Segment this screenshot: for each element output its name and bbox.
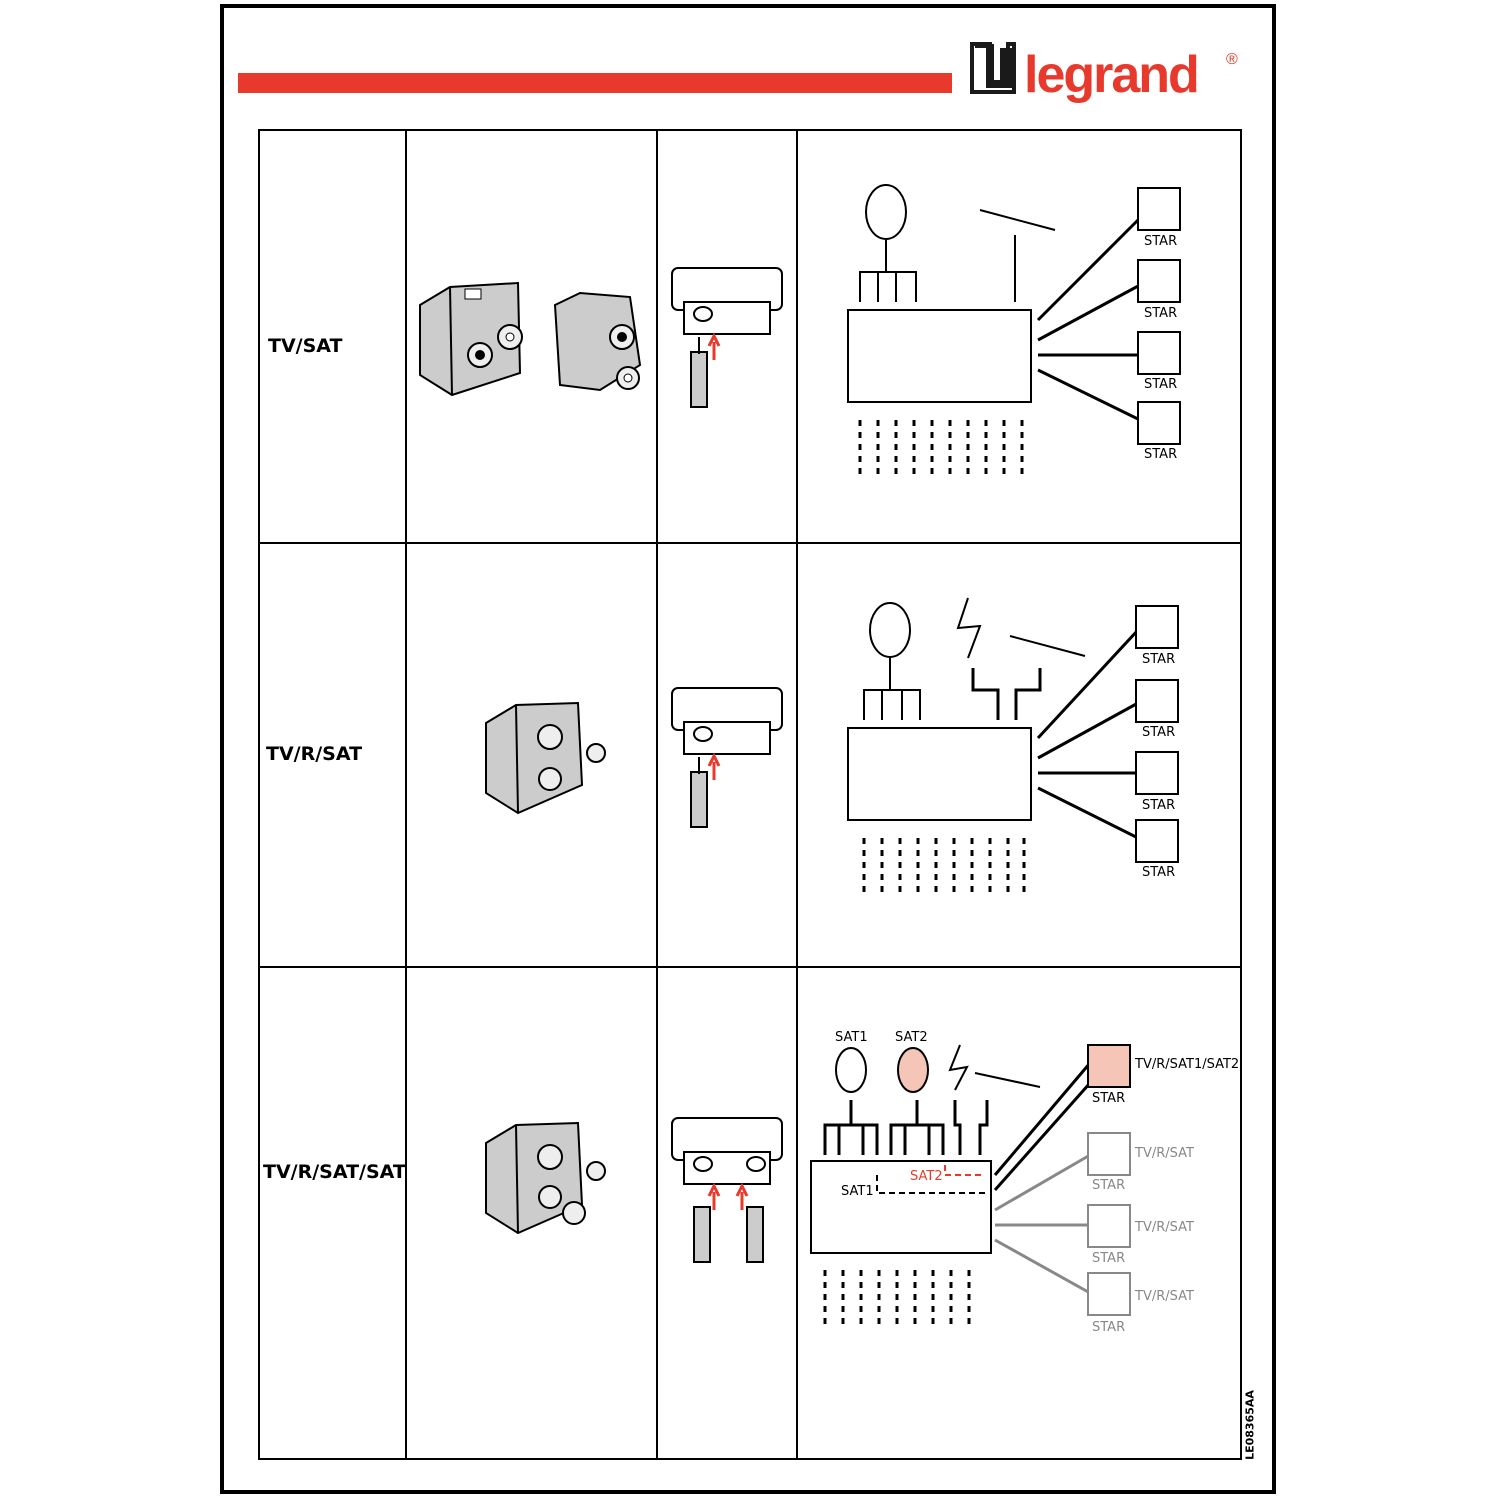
row-divider <box>258 542 1242 544</box>
outlet-caption: STAR <box>1092 1251 1125 1266</box>
outlet-caption: STAR <box>1144 306 1177 321</box>
outlet-caption: STAR <box>1142 725 1175 740</box>
outlet-caption: STAR <box>1142 798 1175 813</box>
bus-label-sat1: SAT1 <box>841 1184 874 1199</box>
outlet-type-label: TV/R/SAT <box>1134 1146 1194 1161</box>
logo-registered-mark: ® <box>1226 51 1238 68</box>
tv-r-sat-socket-illustration <box>485 701 606 815</box>
outlet-caption: STAR <box>1142 652 1175 667</box>
bus-label-sat2: SAT2 <box>910 1169 943 1184</box>
outlet-type-label: TV/R/SAT <box>1134 1220 1194 1235</box>
document-code: LE08365AA <box>1243 1390 1257 1460</box>
outlet-caption: STAR <box>1092 1091 1125 1106</box>
mounting-illustration-2 <box>671 687 783 828</box>
column-divider <box>796 129 798 1460</box>
connection-table <box>258 129 1242 1460</box>
wiring-diagram-tv-sat: STAR STAR STAR STAR <box>847 184 1181 475</box>
row-label-tv-r-sat: TV/R/SAT <box>266 743 363 765</box>
tv-r-sat-sat-socket-illustration <box>485 1121 606 1235</box>
mounting-illustration-3 <box>671 1117 783 1263</box>
column-divider <box>405 129 407 1460</box>
outlet-type-label: TV/R/SAT <box>1134 1289 1194 1304</box>
outlet-caption: STAR <box>1144 377 1177 392</box>
wiring-diagram-tv-r-sat: STAR STAR STAR STAR <box>847 597 1179 893</box>
outlet-caption: STAR <box>1144 447 1177 462</box>
dish-label-sat1: SAT1 <box>835 1030 868 1045</box>
outlet-caption: STAR <box>1142 865 1175 880</box>
outlet-caption: STAR <box>1092 1178 1125 1193</box>
tv-sat-socket-illustration <box>419 281 642 397</box>
row-label-tv-r-sat-sat: TV/R/SAT/SAT <box>263 1161 406 1183</box>
row-label-tv-sat: TV/SAT <box>268 335 343 357</box>
mounting-illustration-1 <box>671 267 783 408</box>
dish-label-sat2: SAT2 <box>895 1030 928 1045</box>
column-divider <box>656 129 658 1460</box>
outlet-type-label: TV/R/SAT1/SAT2 <box>1134 1057 1239 1072</box>
header-red-bar <box>238 73 952 93</box>
wiring-diagram-tv-r-sat-sat: SAT1 SAT2 SAT2 SAT1 TV/R/SAT1/SAT2 STAR … <box>810 1030 1239 1335</box>
row-divider <box>258 966 1242 968</box>
outlet-caption: STAR <box>1144 234 1177 249</box>
logo-wordmark: legrand <box>1024 46 1198 104</box>
outlet-caption: STAR <box>1092 1320 1125 1335</box>
legrand-logo: legrand ® <box>970 42 1238 104</box>
